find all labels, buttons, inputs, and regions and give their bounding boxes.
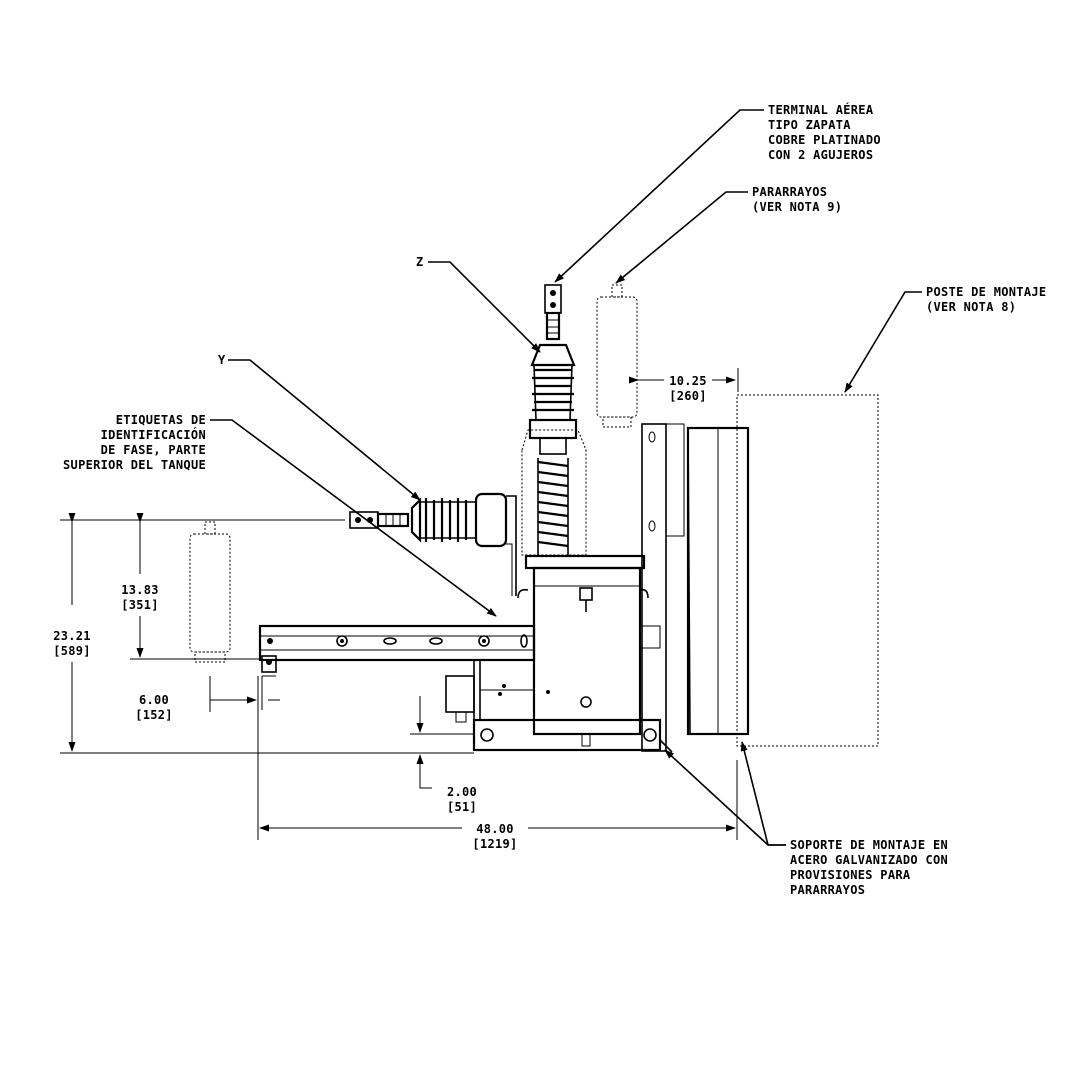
dim-13-83-value: 13.83 (121, 583, 159, 597)
callout-etiquetas-line-4: SUPERIOR DEL TANQUE (63, 458, 206, 472)
callout-terminal-line-4: CON 2 AGUJEROS (768, 148, 873, 162)
callout-terminal-line-1: TERMINAL AÉREA (768, 102, 874, 117)
callout-y: Y (218, 353, 226, 367)
dim-13-83-metric: [351] (121, 598, 159, 612)
dimension-lines (60, 368, 739, 840)
callout-soporte-line-3: PROVISIONES PARA (790, 868, 911, 882)
surge-arrester-top (596, 284, 638, 428)
callout-etiquetas: ETIQUETAS DE IDENTIFICACIÓN DE FASE, PAR… (63, 413, 206, 472)
dim-6-00-metric: [152] (135, 708, 173, 722)
dim-6-00-value: 6.00 (139, 693, 169, 707)
dim-10-25-metric: [260] (669, 389, 707, 403)
dim-2-00-metric: [51] (447, 800, 477, 814)
callout-etiquetas-line-3: DE FASE, PARTE (101, 443, 206, 457)
callout-poste: POSTE DE MONTAJE (VER NOTA 8) (926, 285, 1046, 314)
dim-13-83: 13.83 [351] (121, 583, 159, 612)
callout-etiquetas-line-1: ETIQUETAS DE (116, 413, 206, 427)
dim-2-00-value: 2.00 (447, 785, 477, 799)
dim-10-25-value: 10.25 (669, 374, 707, 388)
leader-lines (210, 109, 922, 846)
dim-48-00-value: 48.00 (476, 822, 514, 836)
dim-2-00: 2.00 [51] (447, 785, 477, 814)
mounting-bracket (641, 423, 750, 753)
callout-soporte-line-4: PARARRAYOS (790, 883, 865, 897)
base-frame (445, 659, 662, 752)
dim-23-21: 23.21 [589] (53, 629, 91, 658)
callout-pararrayos-line-2: (VER NOTA 9) (752, 200, 842, 214)
callout-soporte: SOPORTE DE MONTAJE EN ACERO GALVANIZADO … (790, 838, 948, 897)
mounting-pole (736, 394, 879, 747)
callout-poste-line-2: (VER NOTA 8) (926, 300, 1016, 314)
callout-terminal: TERMINAL AÉREA TIPO ZAPATA COBRE PLATINA… (768, 102, 881, 162)
callout-poste-line-1: POSTE DE MONTAJE (926, 285, 1046, 299)
surge-arrester-left (189, 521, 231, 663)
callout-etiquetas-line-2: IDENTIFICACIÓN (101, 427, 206, 442)
bushing-y (349, 492, 517, 596)
dim-48-00-metric: [1219] (472, 837, 517, 851)
callout-terminal-line-2: TIPO ZAPATA (768, 118, 851, 132)
callout-terminal-line-3: COBRE PLATINADO (768, 133, 881, 147)
tank (517, 554, 661, 736)
callout-soporte-line-1: SOPORTE DE MONTAJE EN (790, 838, 948, 852)
bushing-z (521, 284, 587, 556)
dim-23-21-metric: [589] (53, 644, 91, 658)
callout-soporte-line-2: ACERO GALVANIZADO CON (790, 853, 948, 867)
callout-pararrayos: PARARRAYOS (VER NOTA 9) (752, 185, 842, 214)
callout-z: Z (416, 255, 424, 269)
dim-48-00: 48.00 [1219] (472, 822, 517, 851)
dim-23-21-value: 23.21 (53, 629, 91, 643)
dim-6-00: 6.00 [152] (135, 693, 173, 722)
callout-pararrayos-line-1: PARARRAYOS (752, 185, 827, 199)
horizontal-beam (258, 624, 536, 677)
dim-10-25: 10.25 [260] (669, 374, 707, 403)
